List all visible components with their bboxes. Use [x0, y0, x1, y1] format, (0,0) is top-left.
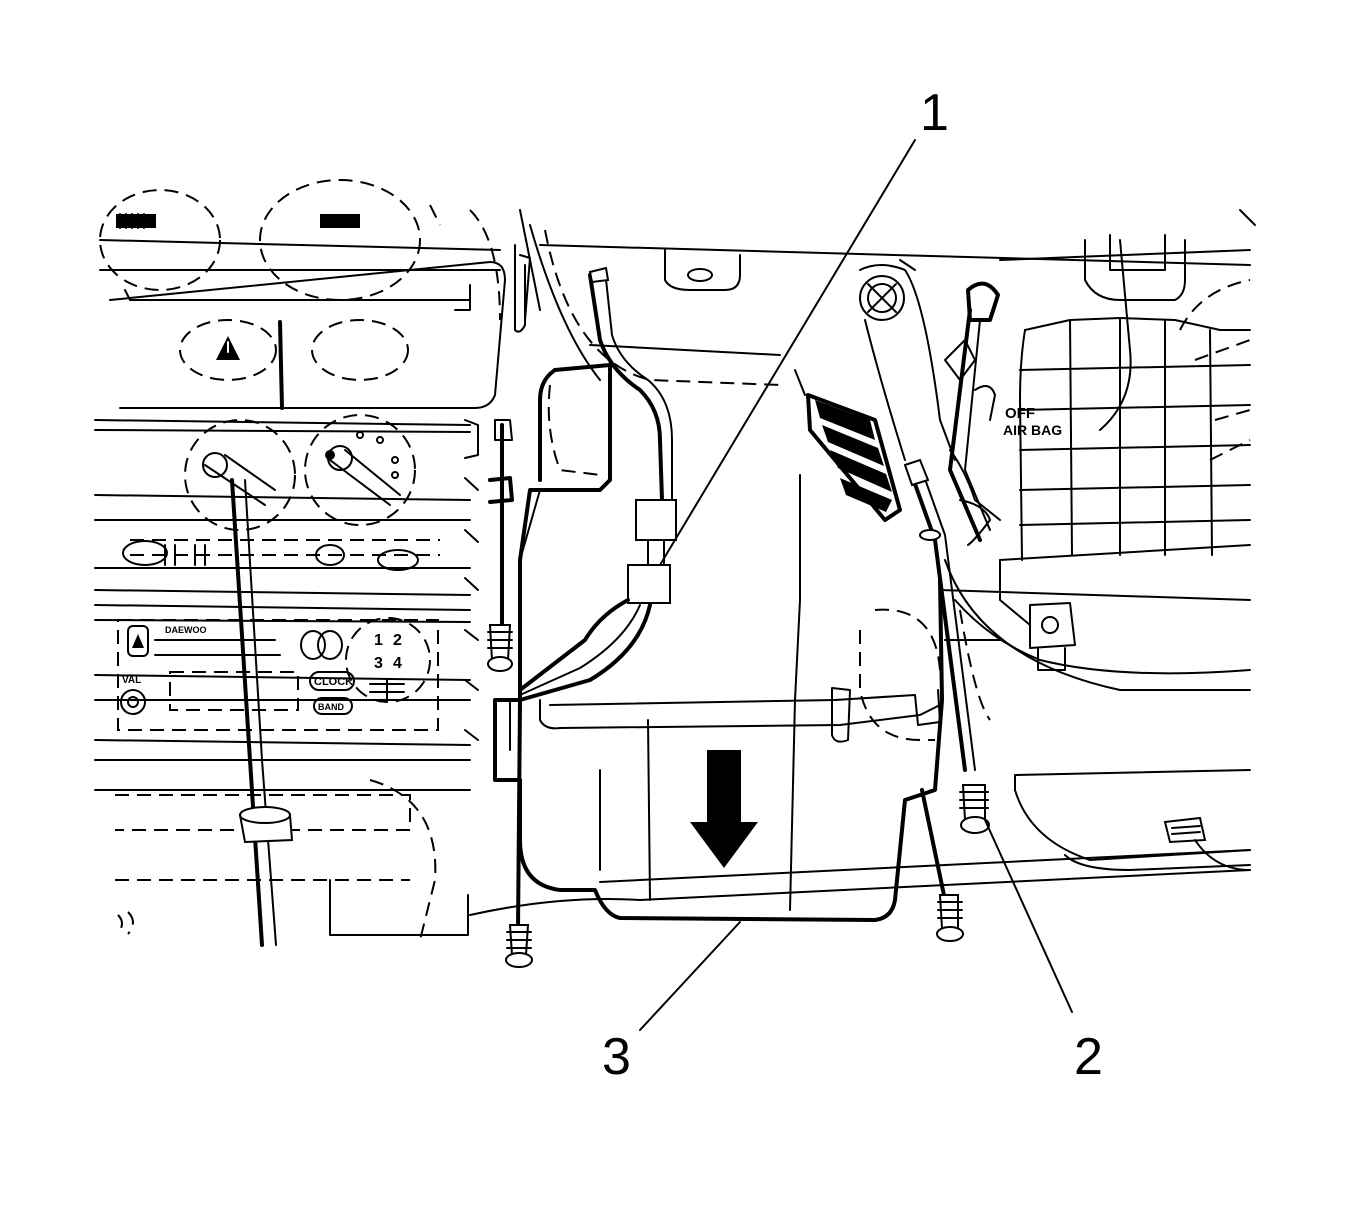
radio-brand-label: DAEWOO	[165, 625, 207, 635]
preset-2-label: 2	[393, 632, 402, 649]
callout-2-leader	[984, 819, 1073, 1013]
callout-3: 3	[602, 1028, 631, 1086]
vent-grille	[794, 369, 902, 522]
callout-2: 2	[1074, 1028, 1103, 1086]
preset-4-label: 4	[393, 655, 402, 672]
blower-motor	[939, 559, 1251, 871]
electrical-connector	[518, 266, 677, 702]
air-bag-module: OFF AIR BAG	[859, 239, 1251, 671]
screws	[487, 419, 990, 968]
connector-body-lower	[627, 564, 671, 604]
callout-3-leader	[639, 921, 741, 1031]
air-bag-off-label: OFF	[1005, 405, 1035, 422]
dash-frame	[514, 209, 1256, 386]
preset-3-label: 3	[374, 655, 383, 672]
callout-1-leader	[659, 139, 916, 566]
screw-upper-left	[487, 419, 514, 672]
callout-1: 1	[920, 84, 949, 142]
connector-body-upper	[635, 499, 677, 541]
blower-motor-housing	[469, 363, 1251, 922]
wiring-harness-left	[230, 478, 294, 947]
instrument-panel: DAEWOO 1 2 3 4 CLOCK BAND VAL	[94, 179, 506, 941]
screw-lower-left	[505, 698, 533, 968]
control-cable	[903, 458, 976, 772]
removal-direction-arrow	[690, 750, 758, 868]
screw-item-2	[959, 784, 990, 834]
volume-label: VAL	[122, 675, 141, 686]
center-vent-left	[99, 189, 221, 291]
preset-1-label: 1	[374, 632, 383, 649]
screw-lower-center	[920, 788, 964, 942]
band-button-label: BAND	[318, 702, 344, 712]
air-bag-label: AIR BAG	[1003, 422, 1062, 438]
callout-leaders	[639, 139, 1073, 1031]
